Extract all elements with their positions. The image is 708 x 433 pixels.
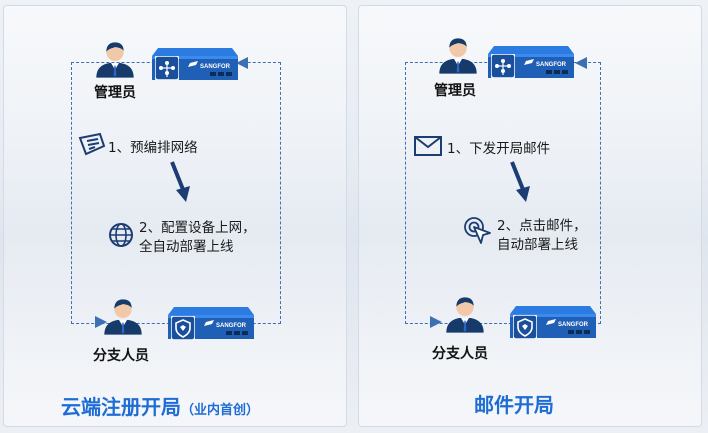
step-down-arrow-icon — [170, 160, 192, 204]
cloud-registration-title: 云端注册开局（业内首创） — [61, 391, 259, 420]
flow-arrowhead-icon — [95, 316, 107, 328]
mail-icon — [414, 136, 442, 156]
step-configure-device: 2、配置设备上网， — [139, 220, 256, 236]
network-plan-icon — [78, 132, 106, 156]
flow-arrowhead-icon — [430, 316, 442, 328]
step-preplan-network: 1、预编排网络 — [108, 140, 198, 156]
email-deployment-title: 邮件开局 — [474, 393, 554, 417]
flow-arrowhead-icon — [575, 57, 587, 69]
title-note: （业内首创） — [181, 403, 260, 418]
step-auto-deploy: 全自动部署上线 — [139, 239, 234, 255]
branch-staff-label: 分支人员 — [432, 346, 488, 362]
cloud-manager-badge-icon — [155, 56, 179, 80]
globe-icon — [109, 223, 133, 247]
title-main: 云端注册开局 — [61, 395, 181, 419]
cloud-manager-badge-icon — [491, 54, 515, 78]
step-down-arrow-icon — [510, 160, 532, 204]
email-flow-loop-line — [405, 62, 601, 324]
click-cursor-icon — [464, 217, 491, 244]
flow-arrowhead-icon — [236, 57, 248, 69]
admin-label: 管理员 — [434, 83, 476, 99]
admin-person-icon — [439, 38, 477, 74]
admin-label: 管理员 — [94, 85, 136, 101]
admin-person-icon — [96, 42, 134, 78]
branch-person-icon — [104, 299, 142, 335]
shield-badge-icon — [513, 315, 537, 339]
branch-staff-label: 分支人员 — [93, 348, 149, 364]
step-click-email: 2、点击邮件， — [497, 218, 587, 234]
shield-badge-icon — [171, 316, 195, 340]
step-auto-deploy: 自动部署上线 — [497, 237, 578, 253]
step-send-email: 1、下发开局邮件 — [447, 141, 551, 157]
branch-person-icon — [446, 297, 484, 333]
